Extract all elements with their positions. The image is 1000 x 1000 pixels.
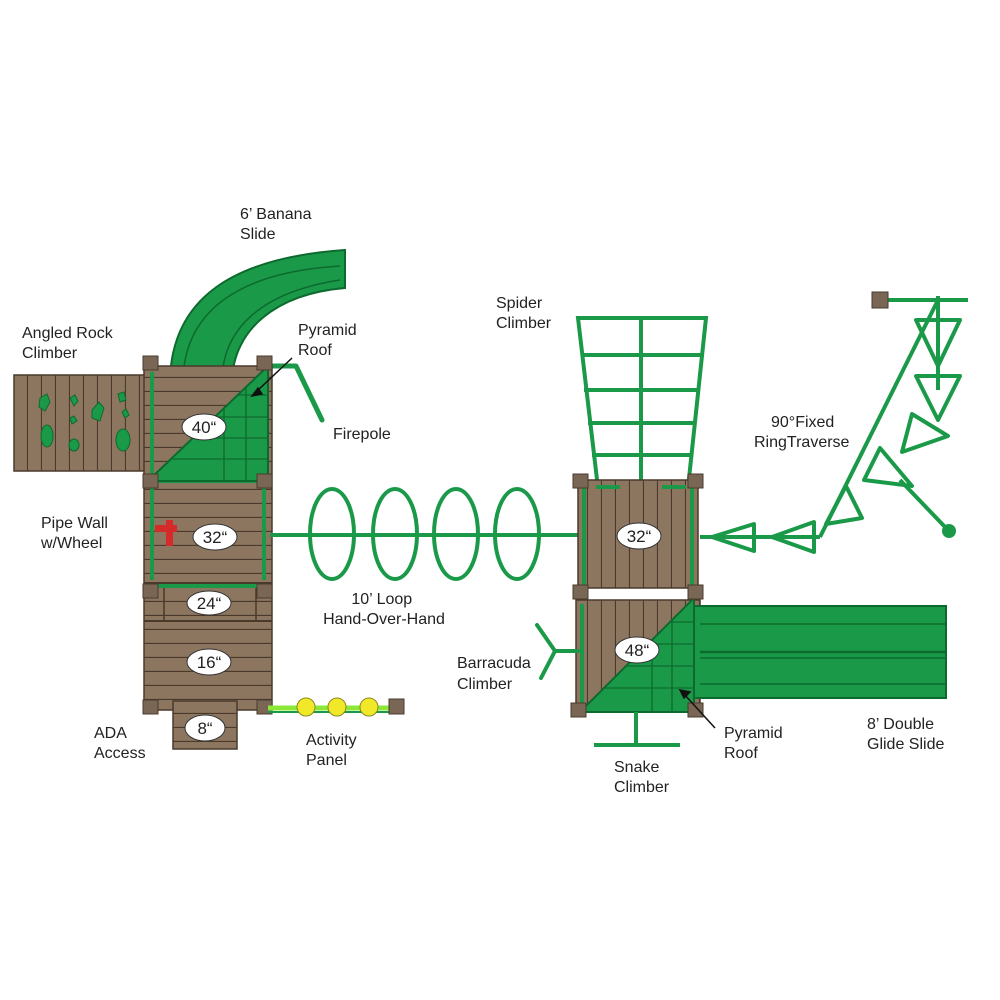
pyramid-roof-left-label: Pyramid Roof — [298, 322, 361, 359]
activity-panel — [268, 697, 405, 717]
ring-traverse-label: 90°Fixed RingTraverse — [754, 414, 850, 451]
double-glide-slide-label: 8’ Double Glide Slide — [867, 716, 944, 753]
firepole-label: Firepole — [333, 426, 391, 443]
snake-climber-label: Snake Climber — [614, 759, 670, 796]
deck-8-label: 8“ — [197, 719, 212, 738]
banana-slide-label: 6’ Banana Slide — [240, 206, 316, 243]
angled-rock-climber-label: Angled Rock Climber — [22, 325, 117, 362]
deck-48-marker: 48“ — [614, 636, 660, 664]
pyramid-roof-right-label: Pyramid Roof — [724, 725, 787, 762]
left-tower-posts — [142, 355, 273, 715]
ring-traverse-post — [871, 291, 889, 309]
deck-32-right-marker: 32“ — [616, 522, 662, 550]
loop-hand-over-hand-label: 10’ Loop Hand-Over-Hand — [323, 591, 445, 628]
firepole — [259, 363, 325, 423]
deck-16-label: 16“ — [197, 653, 222, 672]
double-glide-slide — [693, 605, 947, 699]
ring-traverse — [700, 296, 968, 554]
spider-climber — [575, 316, 709, 490]
deck-8-marker: 8“ — [184, 714, 226, 742]
callout-lines — [250, 357, 716, 729]
deck-40-marker: 40“ — [181, 413, 227, 441]
deck-24-marker: 24“ — [186, 590, 232, 616]
pipe-wall-wheel — [155, 520, 177, 546]
deck-40-label: 40“ — [192, 418, 217, 437]
activity-panel-label: Activity Panel — [306, 732, 361, 769]
ring-traverse-end-cap — [942, 524, 956, 538]
right-upper-rails — [582, 484, 694, 590]
deck-32-left-marker: 32“ — [192, 523, 238, 551]
deck-24-label: 24“ — [197, 594, 222, 613]
pipe-wall-label: Pipe Wall w/Wheel — [40, 515, 112, 552]
barracuda-climber-label: Barracuda Climber — [457, 655, 535, 693]
snake-climber — [594, 712, 680, 747]
spider-climber-label: Spider Climber — [496, 295, 552, 332]
angled-rock-climber — [13, 374, 147, 472]
deck-32-left-label: 32“ — [203, 528, 228, 547]
loop-hand-over-hand — [270, 487, 578, 581]
barracuda-climber — [535, 623, 580, 680]
banana-slide — [168, 248, 346, 381]
deck-16-marker: 16“ — [186, 648, 232, 676]
deck-48-label: 48“ — [625, 641, 650, 660]
right-tower-posts — [570, 473, 704, 718]
ada-access-label: ADA Access — [94, 725, 146, 762]
deck-32-right-label: 32“ — [627, 527, 652, 546]
